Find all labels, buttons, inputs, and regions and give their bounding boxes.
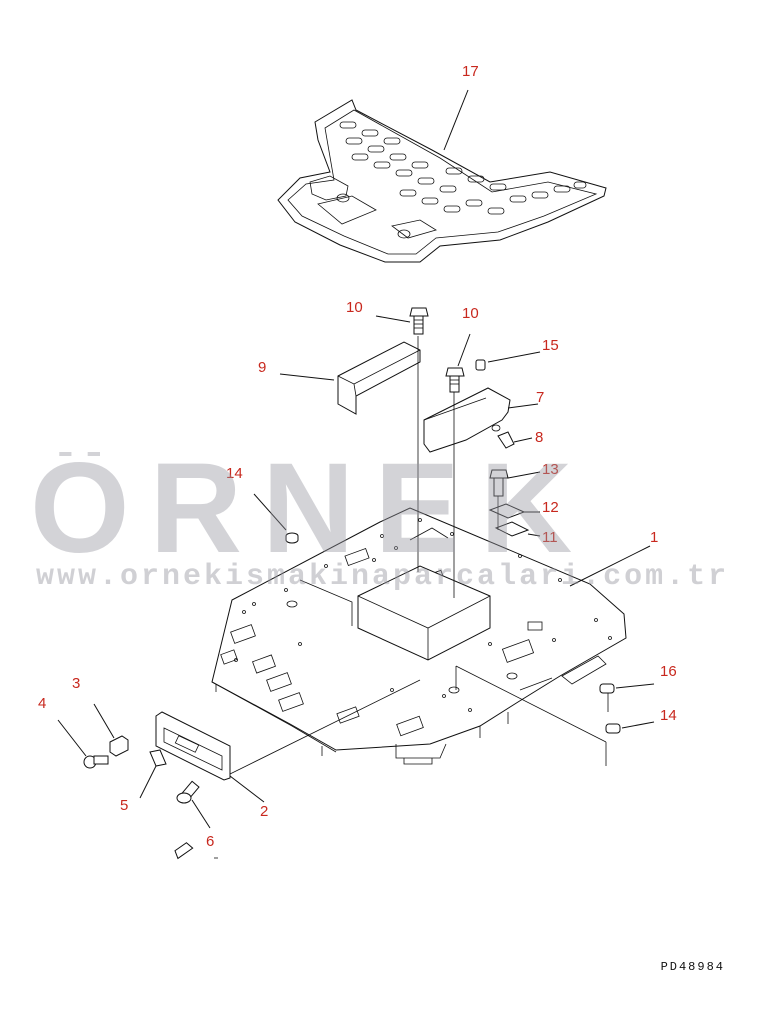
plug-part-14-top (285, 532, 299, 544)
callout-6: 6 (206, 833, 214, 850)
leader-17 (443, 89, 469, 151)
cover-part-7 (423, 387, 511, 453)
callout-2: 2 (260, 803, 268, 820)
callout-3: 3 (72, 675, 80, 692)
plate-part-11 (494, 521, 530, 537)
cover-part-9 (337, 341, 421, 415)
screw-part-4 (83, 755, 109, 769)
plug-part-16 (599, 683, 615, 694)
callout-17: 17 (462, 63, 479, 80)
callout-8: 8 (535, 429, 543, 446)
callout-15: 15 (542, 337, 559, 354)
callout-7: 7 (536, 389, 544, 406)
plug-part-14-right (605, 723, 621, 734)
spacer-part-5 (149, 749, 167, 767)
floor-frame-part-1 (211, 507, 627, 765)
callout-1: 1 (650, 529, 658, 546)
callout-12: 12 (542, 499, 559, 516)
clip-part-8 (497, 431, 515, 449)
callout-4: 4 (38, 695, 46, 712)
bolt-part-10-right (445, 367, 465, 393)
watermark-url: www.ornekismakinaparcalari.com.tr (36, 560, 730, 594)
cap-part-15 (475, 359, 486, 371)
assembly-lines (229, 336, 609, 775)
drawing-code: PD48984 (660, 960, 725, 974)
callouts: 17 10 10 15 9 7 8 13 14 12 11 1 16 14 3 … (38, 63, 677, 850)
bolt-part-6 (174, 780, 200, 860)
watermark-brand: ÖRNEK (30, 452, 592, 562)
bolt-part-10-left (409, 307, 429, 335)
watermark-brand-text: ÖRNEK (30, 452, 592, 562)
leader-1 (569, 545, 651, 587)
callout-13: 13 (542, 461, 559, 478)
callout-11: 11 (542, 529, 558, 546)
nut-part-3 (109, 735, 129, 757)
callout-14-right: 14 (660, 707, 677, 724)
callout-10-right: 10 (462, 305, 479, 322)
floor-mat-part-17 (277, 99, 607, 263)
callout-16: 16 (660, 663, 677, 680)
callout-9: 9 (258, 359, 266, 376)
plate-part-2 (155, 711, 231, 781)
callout-10-left: 10 (346, 299, 363, 316)
callout-14-top: 14 (226, 465, 243, 482)
callout-5: 5 (120, 797, 128, 814)
